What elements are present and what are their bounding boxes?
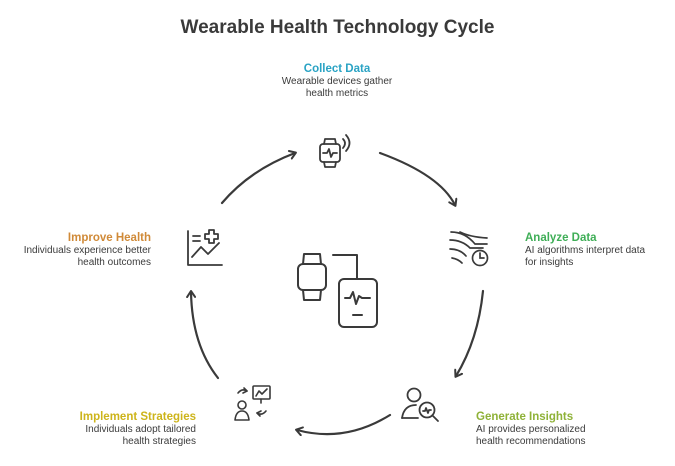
- step-description: health strategies: [122, 436, 196, 447]
- step-title: Improve Health: [67, 232, 151, 244]
- smartwatch-signal-icon: [319, 134, 351, 168]
- step-collect: Collect Data Wearable devices gather hea…: [237, 62, 437, 100]
- cycle-arrows: [186, 150, 485, 437]
- step-description: Wearable devices gather: [281, 76, 393, 87]
- step-title: Collect Data: [303, 63, 371, 75]
- arrow-collect-to-analyze: [378, 151, 458, 207]
- step-description: Individuals adopt tailored: [85, 424, 196, 435]
- step-title: Analyze Data: [525, 232, 597, 244]
- step-description: health metrics: [305, 88, 369, 99]
- step-description: AI algorithms interpret data: [525, 245, 646, 256]
- person-magnifier-icon: [401, 387, 439, 422]
- health-chart-icon: [187, 229, 223, 266]
- step-analyze: Analyze Data AI algorithms interpret dat…: [525, 231, 673, 269]
- step-insights: Generate Insights AI provides personaliz…: [476, 410, 626, 448]
- arrow-analyze-to-insights: [454, 289, 485, 378]
- arrow-insights-to-implement: [295, 413, 392, 437]
- step-description: AI provides personalized: [476, 424, 586, 435]
- person-presentation-icon: [234, 385, 271, 421]
- step-description: health recommendations: [476, 436, 586, 447]
- watch-and-monitor-icon: [297, 253, 378, 328]
- step-implement: Implement Strategies Individuals adopt t…: [40, 410, 196, 448]
- data-streams-clock-icon: [449, 231, 489, 267]
- step-description: Individuals experience better: [23, 245, 151, 256]
- step-improve: Improve Health Individuals experience be…: [10, 231, 151, 269]
- step-title: Implement Strategies: [79, 411, 196, 423]
- arrow-improve-to-collect: [220, 150, 297, 205]
- step-title: Generate Insights: [476, 411, 574, 423]
- arrow-implement-to-improve: [186, 290, 220, 380]
- step-description: health outcomes: [77, 257, 151, 268]
- diagram-title: Wearable Health Technology Cycle: [180, 17, 495, 38]
- step-description: for insights: [525, 257, 574, 268]
